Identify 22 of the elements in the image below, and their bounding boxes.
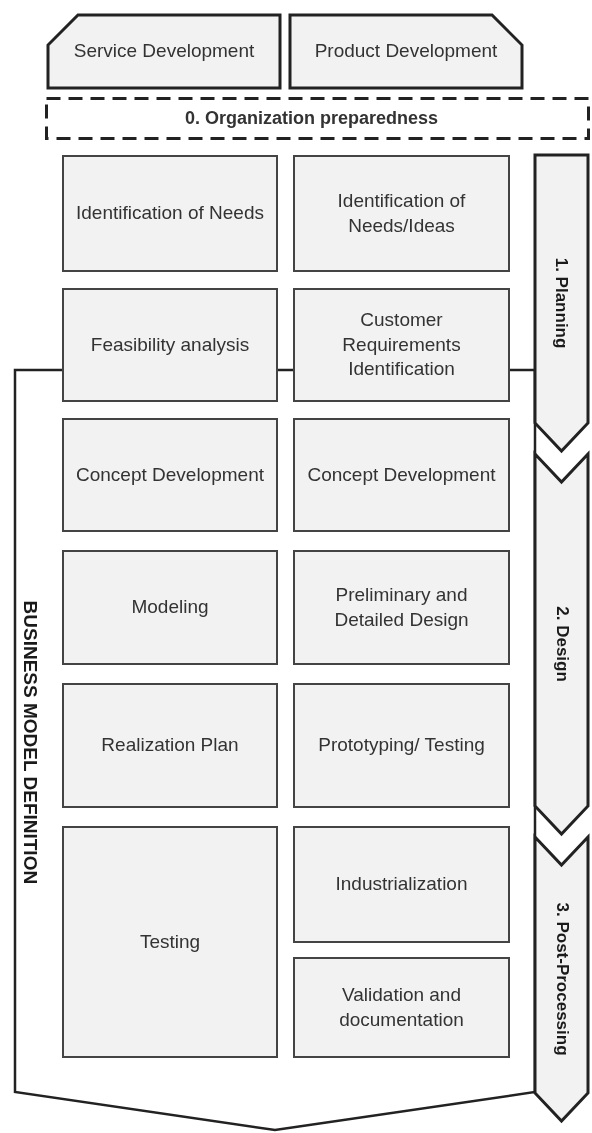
dashed-band (45, 97, 590, 140)
band-title: 0. Organization preparedness (184, 106, 440, 130)
process-box: Validation and documentation (293, 957, 510, 1058)
process-box: Testing (62, 826, 278, 1058)
tab-shape (290, 15, 522, 88)
tab-shape (48, 15, 280, 88)
phase-banner (535, 155, 588, 451)
process-box: Customer Requirements Identification (293, 288, 510, 402)
process-box: Concept Development (293, 418, 510, 532)
process-box: Realization Plan (62, 683, 278, 808)
tab-label: Product Development (313, 39, 499, 64)
tab-label: Service Development (72, 39, 256, 64)
process-box: Identification of Needs/Ideas (293, 155, 510, 272)
process-box: Preliminary and Detailed Design (293, 550, 510, 665)
process-box: Concept Development (62, 418, 278, 532)
process-box: Industrialization (293, 826, 510, 943)
process-box: Identification of Needs (62, 155, 278, 272)
phase-label: 1. Planning (551, 257, 573, 349)
process-box: Prototyping/ Testing (293, 683, 510, 808)
process-box: Modeling (62, 550, 278, 665)
process-box: Feasibility analysis (62, 288, 278, 402)
vertical-label: BUSINESS MODEL DEFINITION (19, 599, 43, 887)
